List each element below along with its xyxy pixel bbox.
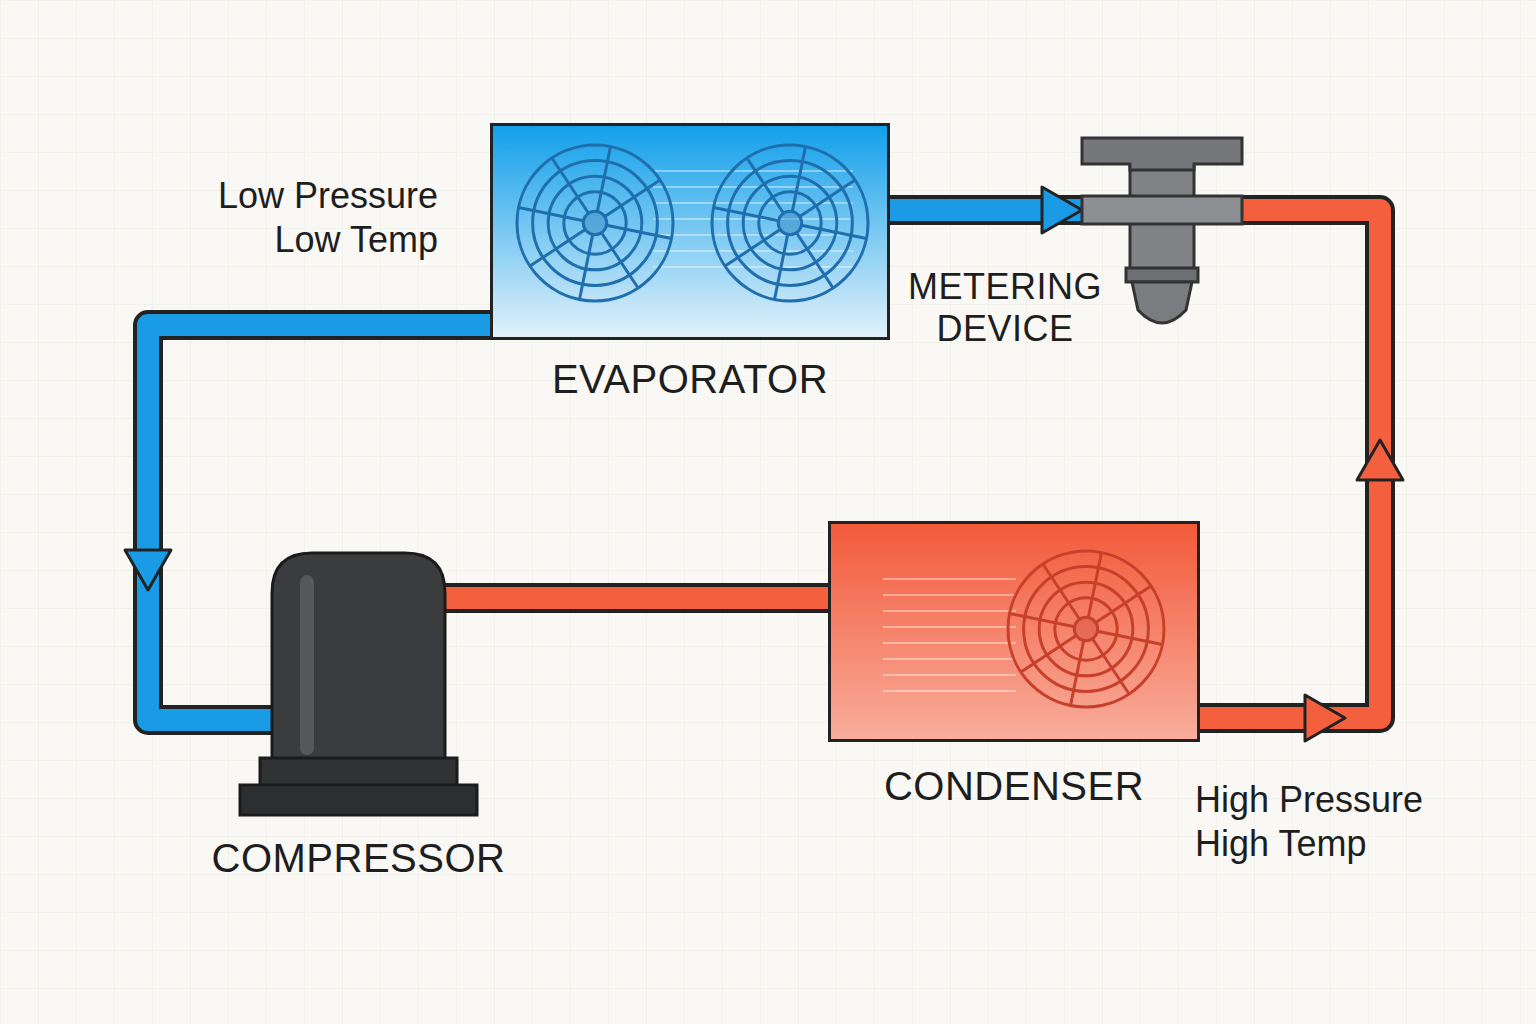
node-shape [831, 524, 1197, 739]
component-label: EVAPORATOR [552, 355, 828, 403]
refrigerant-pipe [890, 187, 1082, 233]
fan-icon [712, 145, 868, 301]
pipe-fill [1200, 210, 1380, 718]
condenser-unit: CONDENSER [828, 521, 1200, 742]
refrigerant-pipe [445, 598, 828, 599]
pipe-outline [1200, 210, 1380, 718]
component-label: COMPRESSOR [212, 834, 506, 882]
fan-icon [517, 145, 673, 301]
state-label: High Pressure High Temp [1195, 778, 1465, 866]
state-label: Low Pressure Low Temp [178, 174, 438, 262]
compressor-symbol [240, 553, 477, 815]
component-label: METERING DEVICE [905, 266, 1105, 350]
arrowhead [1042, 187, 1082, 233]
pipe-fill [445, 587, 828, 609]
compressor-unit: COMPRESSOR [272, 553, 445, 790]
fan-icon [1008, 551, 1164, 707]
refrigerant-pipe [1200, 210, 1403, 741]
arrowhead [125, 550, 171, 590]
pipe-outline [445, 583, 828, 613]
node-shape [493, 126, 887, 337]
arrowhead [1305, 695, 1345, 741]
evaporator-unit: EVAPORATOR [490, 123, 890, 340]
component-label: CONDENSER [884, 762, 1144, 810]
valve-symbol [1082, 138, 1242, 323]
coil-fins [883, 579, 1016, 691]
arrowhead [1357, 440, 1403, 480]
metering-device: METERING DEVICE [1082, 130, 1242, 330]
node-shape [272, 553, 445, 790]
node-shape [1082, 130, 1242, 330]
